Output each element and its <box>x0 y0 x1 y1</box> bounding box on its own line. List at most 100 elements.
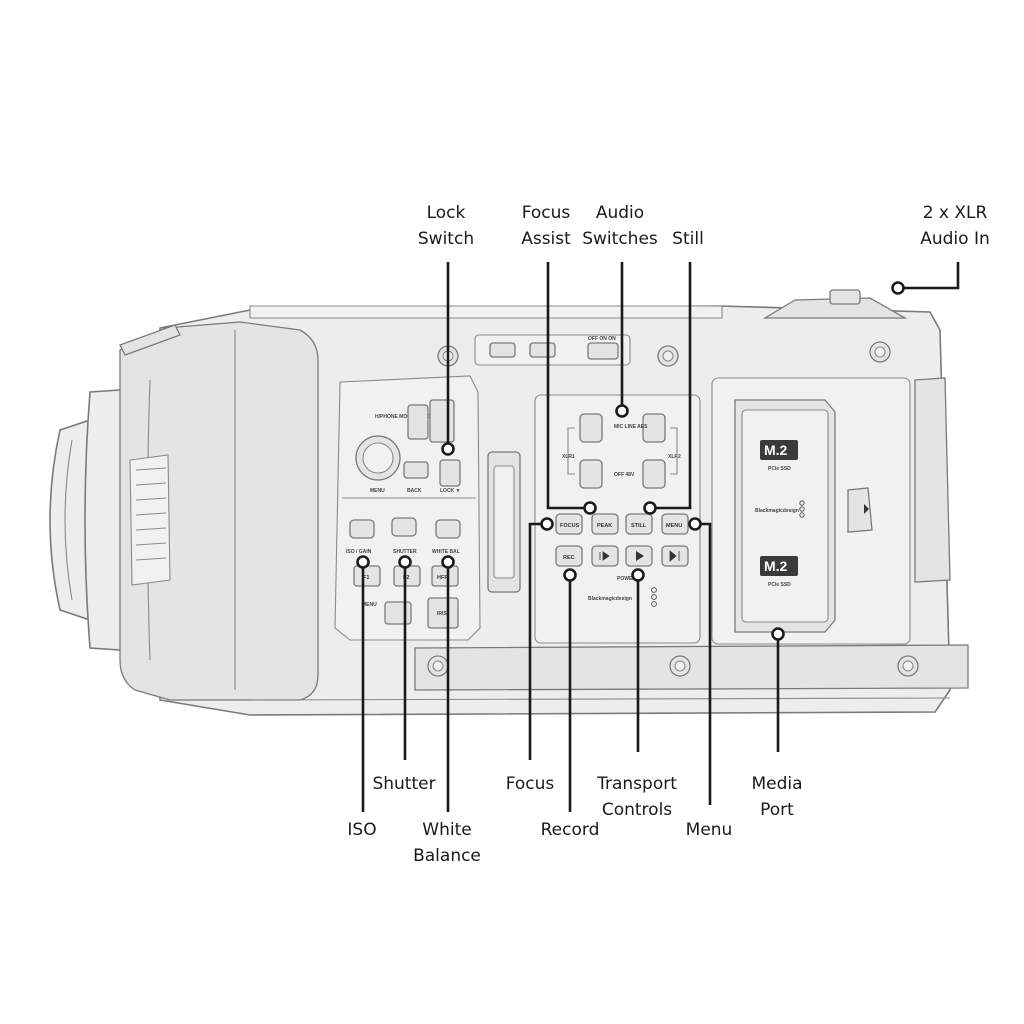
svg-text:Switches: Switches <box>582 229 658 249</box>
audio-switches-marker <box>615 404 629 418</box>
back-label: BACK <box>407 488 422 494</box>
peak-button[interactable] <box>591 513 619 535</box>
media-port-marker <box>771 627 785 641</box>
media-bay: M.2 PCIe SSD Blackmagicdesign M.2 PCIe S… <box>711 377 911 645</box>
latch-arrow-icon <box>864 504 869 514</box>
callout-transport-controls: Transport Controls <box>596 774 677 820</box>
center-control-panel: MIC LINE AES OFF 48V XLR1 XLR2 FOCUS PEA… <box>534 394 701 644</box>
svg-text:Balance: Balance <box>413 846 481 866</box>
mic-line-aes-label: MIC LINE AES <box>614 424 648 430</box>
callout-still: Still <box>672 229 704 249</box>
svg-text:Lock: Lock <box>427 203 466 223</box>
callout-media-port: Media Port <box>751 774 802 820</box>
headphone-label: H/PHONE MONITOR VOL <box>375 414 434 420</box>
callout-lock-switch: Lock Switch <box>418 203 474 249</box>
pcie-label-bottom: PCIe SSD <box>768 582 791 588</box>
svg-text:Assist: Assist <box>521 229 571 249</box>
m2-badge-top <box>760 440 798 460</box>
power-label: POWER <box>617 576 636 582</box>
rec-button[interactable] <box>555 545 583 567</box>
transport-marker <box>631 568 645 582</box>
callout-iso: ISO <box>347 820 376 840</box>
focus-assist-marker <box>583 501 597 515</box>
lock-switch-marker <box>441 442 455 456</box>
focus-marker <box>540 517 554 531</box>
svg-text:Focus: Focus <box>506 774 555 794</box>
iris-button[interactable] <box>427 597 459 629</box>
m2-label-bottom: M.2 <box>764 558 788 574</box>
lock-label: LOCK ▼ <box>440 488 461 494</box>
hfr-label: HFR <box>437 575 448 581</box>
xlr-audio-marker <box>891 281 905 295</box>
callout-focus: Focus <box>506 774 555 794</box>
svg-text:Shutter: Shutter <box>372 774 435 794</box>
still-marker <box>643 501 657 515</box>
svg-text:Focus: Focus <box>522 203 571 223</box>
callout-menu: Menu <box>686 820 733 840</box>
svg-text:Record: Record <box>541 820 600 840</box>
svg-text:2 x XLR: 2 x XLR <box>923 203 988 223</box>
phantom-switch-2[interactable] <box>642 459 666 489</box>
svg-text:Audio: Audio <box>596 203 644 223</box>
off-48v-label: OFF 48V <box>614 472 635 478</box>
left-control-panel: H/PHONE MONITOR VOL MENU BACK LOCK ▼ ISO… <box>334 375 481 641</box>
peak-btn-label: PEAK <box>597 523 612 529</box>
callout-focus-assist: Focus Assist <box>521 203 571 249</box>
callout-shutter: Shutter <box>372 774 435 794</box>
menu2-label: MENU <box>362 602 377 608</box>
back-button[interactable] <box>403 461 429 479</box>
iso-marker <box>356 555 370 569</box>
brand-logo-media <box>799 500 805 518</box>
pcie-label-top: PCIe SSD <box>768 466 791 472</box>
f1-label: F1 <box>363 575 369 581</box>
top-switch-label: OFF ON ON <box>588 336 616 342</box>
play-icon <box>636 551 644 561</box>
menu-button[interactable] <box>661 513 689 535</box>
rec-btn-label: REC <box>563 555 575 561</box>
lock-switch[interactable] <box>439 459 461 487</box>
callout-white-balance: White Balance <box>413 820 481 866</box>
audio-switch-2[interactable] <box>642 413 666 443</box>
focus-button[interactable] <box>555 513 583 535</box>
callout-xlr-audio-in: 2 x XLR Audio In <box>920 203 990 249</box>
audio-switch-1[interactable] <box>579 413 603 443</box>
still-button[interactable] <box>625 513 653 535</box>
callout-leaders <box>356 262 960 812</box>
menu-marker <box>688 517 702 531</box>
svg-text:Still: Still <box>672 229 704 249</box>
svg-text:Controls: Controls <box>602 800 672 820</box>
menu-button-left[interactable] <box>384 601 412 625</box>
iris-label: IRIS <box>437 611 447 617</box>
menu-label: MENU <box>370 488 385 494</box>
svg-text:Audio In: Audio In <box>920 229 990 249</box>
m2-label-top: M.2 <box>764 442 788 458</box>
svg-text:Transport: Transport <box>596 774 677 794</box>
brand-logo-center <box>651 587 657 607</box>
svg-text:Switch: Switch <box>418 229 474 249</box>
brand-media: Blackmagicdesign <box>755 508 799 514</box>
grip-ridges <box>135 467 167 561</box>
shutter-label: SHUTTER <box>393 549 417 555</box>
skip-back-icon <box>599 551 610 561</box>
svg-text:White: White <box>422 820 471 840</box>
svg-text:ISO: ISO <box>347 820 376 840</box>
callout-audio-switches: Audio Switches <box>582 203 658 249</box>
callout-labels: Lock Switch Focus Assist Audio Switches … <box>347 203 989 866</box>
media-door-latch[interactable] <box>847 487 873 533</box>
brand-center: Blackmagicdesign <box>588 596 632 602</box>
phantom-switch-1[interactable] <box>579 459 603 489</box>
m2-badge-bottom <box>760 556 798 576</box>
skip-forward-icon <box>669 550 680 562</box>
svg-text:Menu: Menu <box>686 820 733 840</box>
shutter-marker <box>398 555 412 569</box>
focus-btn-label: FOCUS <box>560 523 580 529</box>
callout-record: Record <box>541 820 600 840</box>
volume-wheel[interactable] <box>407 404 429 440</box>
still-btn-label: STILL <box>631 523 647 529</box>
xlr2-label: XLR2 <box>668 454 681 460</box>
svg-text:Port: Port <box>760 800 794 820</box>
iso-gain-label: ISO / GAIN <box>346 549 372 555</box>
white-balance-marker <box>441 555 455 569</box>
record-marker <box>563 568 577 582</box>
